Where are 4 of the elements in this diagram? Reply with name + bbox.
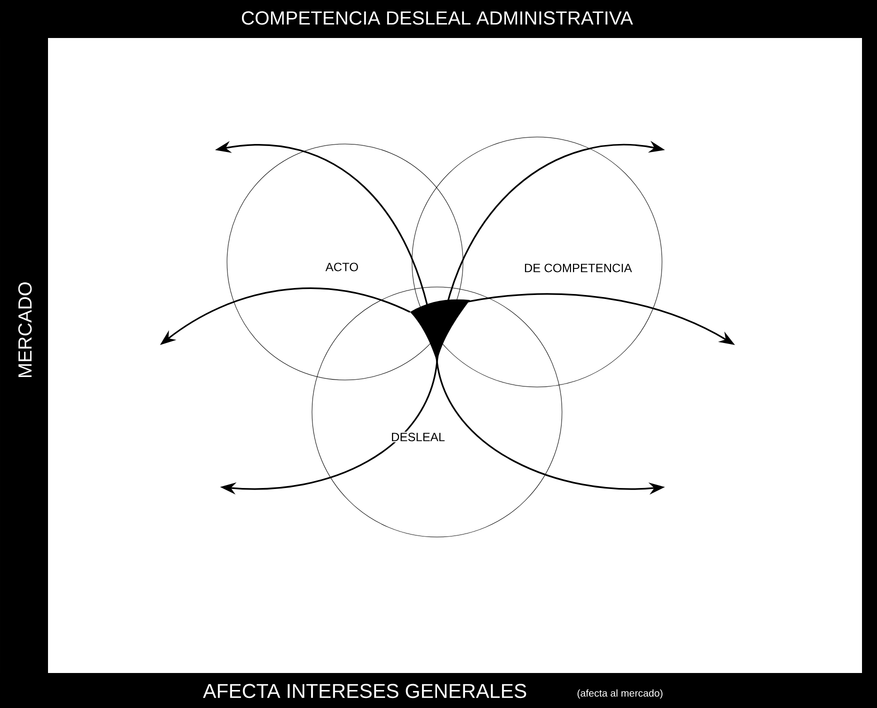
side-label: MERCADO (18, 282, 32, 377)
footer-label: AFECTA INTERESES GENERALES (202, 684, 526, 698)
footer-label: (afecta al mercado) (578, 689, 662, 699)
title: COMPETENCIA DESLEAL ADMINISTRATIVA (242, 11, 633, 25)
